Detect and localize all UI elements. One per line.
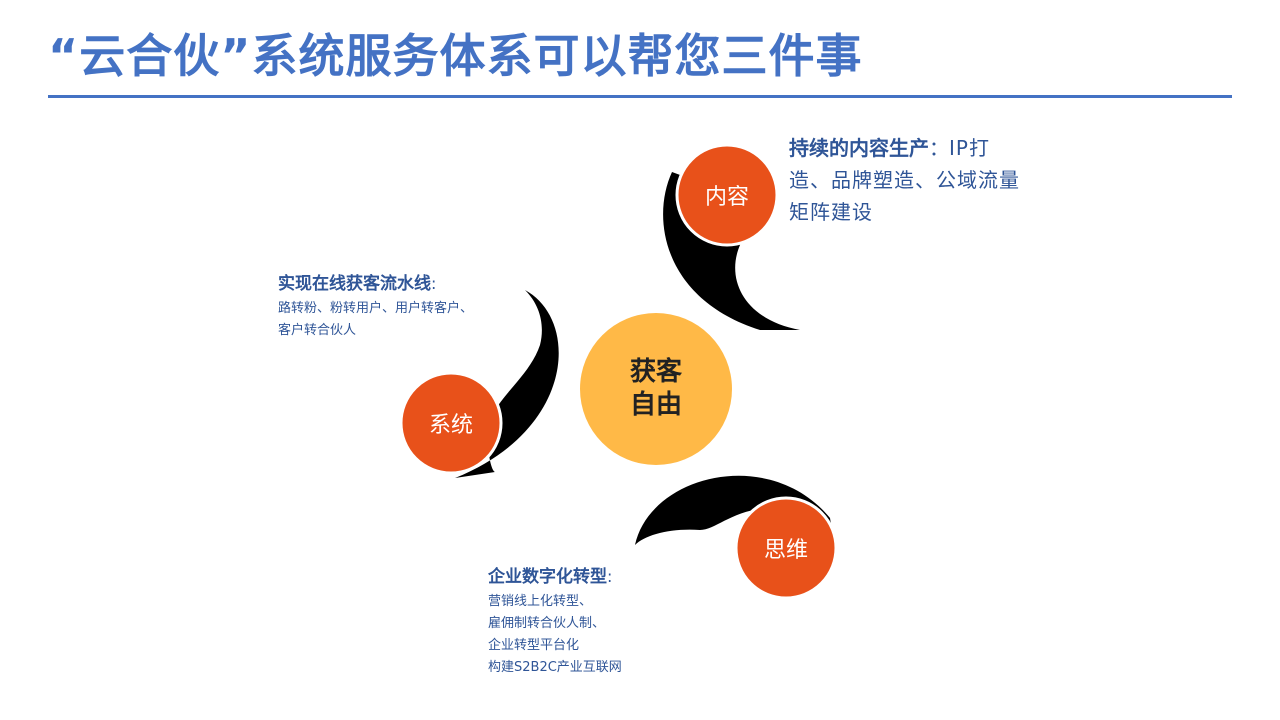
description-mindset-colon: : (607, 567, 613, 586)
crescent-swoosh-system (455, 290, 559, 478)
petal-label-mindset: 思维 (763, 538, 808, 563)
center-label: 获客 自由 (581, 314, 731, 464)
description-content-colon: ： (929, 136, 949, 160)
description-content: 持续的内容生产：IP打造、品牌塑造、公域流量矩阵建设 (789, 132, 1029, 228)
description-mindset-line: 营销线上化转型、 (488, 594, 593, 609)
description-content-text: IP打造、品牌塑造、公域流量矩阵建设 (789, 136, 1020, 224)
center-label-line1: 获客 (629, 357, 682, 387)
description-system-heading: 实现在线获客流水线 (278, 274, 431, 294)
description-system-line: 客户转合伙人 (278, 323, 357, 338)
description-system: 实现在线获客流水线: 路转粉、粉转用户、用户转客户、 客户转合伙人 (278, 270, 538, 342)
title-divider (48, 95, 1232, 98)
page-title: “云合伙”系统服务体系可以帮您三件事 (48, 29, 863, 83)
description-content-heading: 持续的内容生产 (789, 136, 929, 160)
crescent-swoosh-mindset (635, 475, 832, 545)
center-label-line2: 自由 (629, 390, 682, 420)
petal-circle-mindset (734, 496, 838, 600)
description-mindset-line: 雇佣制转合伙人制、 (488, 616, 606, 631)
petal-circle-content (675, 143, 779, 247)
description-system-colon: : (431, 274, 437, 293)
petal-label-content: 内容 (704, 185, 749, 210)
description-mindset: 企业数字化转型: 营销线上化转型、 雇佣制转合伙人制、 企业转型平台化 构建S2… (488, 563, 768, 679)
description-system-line: 路转粉、粉转用户、用户转客户、 (278, 301, 474, 316)
petal-label-system: 系统 (428, 413, 473, 438)
petal-circle-system (399, 371, 503, 475)
description-mindset-line: 构建S2B2C产业互联网 (488, 660, 622, 675)
description-mindset-line: 企业转型平台化 (488, 638, 580, 653)
description-mindset-heading: 企业数字化转型 (488, 567, 607, 587)
center-circle (580, 313, 732, 465)
